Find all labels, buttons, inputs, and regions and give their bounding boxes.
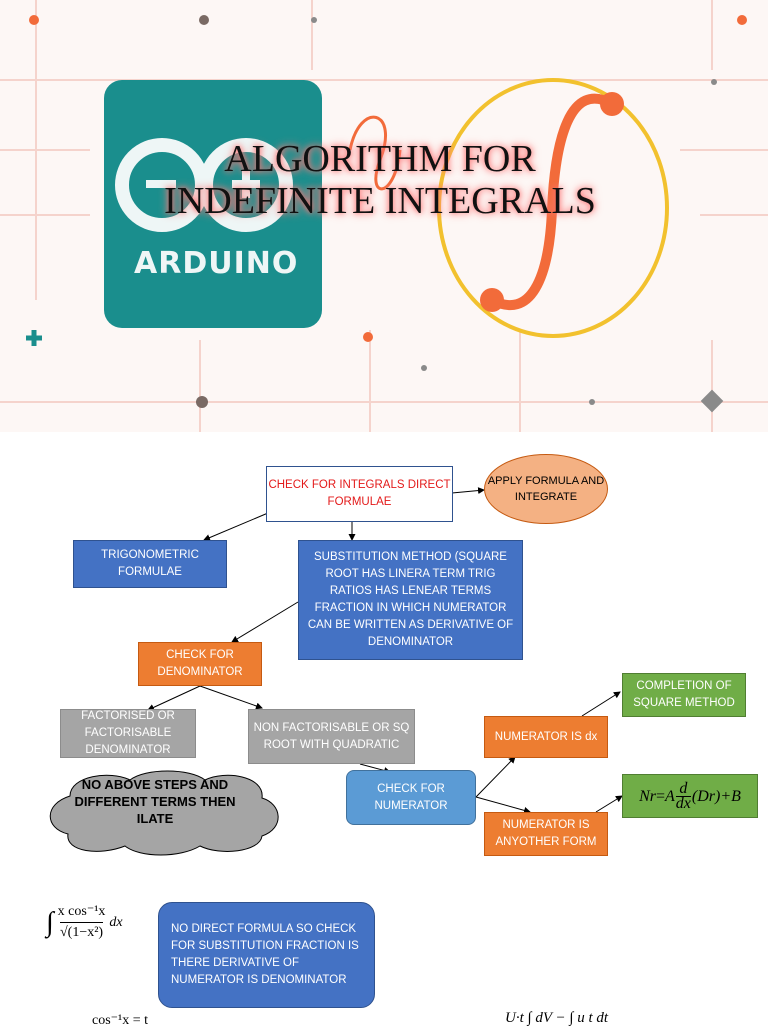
example-integral: ∫ x cos⁻¹x √(1−x²) dx <box>46 902 123 943</box>
banner-decoration <box>0 0 768 432</box>
integration-by-parts-hint: U·t ∫ dV − ∫ u t dt <box>505 1010 609 1026</box>
formula-derivative: d dx <box>675 779 691 812</box>
formula-eq: = <box>655 787 666 805</box>
integral-dx: dx <box>109 914 123 930</box>
integral-fraction: x cos⁻¹x √(1−x²) <box>58 902 106 943</box>
integral-denominator: √(1−x²) <box>59 922 104 943</box>
numerator-other-form-box: NUMERATOR IS ANYOTHER FORM <box>484 812 608 856</box>
ilate-cloud-shape <box>49 770 279 856</box>
trigonometric-formulae-box: TRIGONOMETRIC FORMULAE <box>73 540 227 588</box>
apply-formula-box: APPLY FORMULA AND INTEGRATE <box>484 454 608 524</box>
check-denominator-box: CHECK FOR DENOMINATOR <box>138 642 262 686</box>
numerator-dx-box: NUMERATOR IS dx <box>484 716 608 758</box>
formula-d: d <box>679 779 688 797</box>
substitution-method-box: SUBSTITUTION METHOD (SQUARE ROOT HAS LIN… <box>298 540 523 660</box>
factorised-denominator-box: FACTORISED OR FACTORISABLE DENOMINATOR <box>60 709 196 758</box>
nr-formula-box: Nr = A d dx (Dr) +B <box>622 774 758 818</box>
formula-plus-b: +B <box>720 787 741 805</box>
example-note-box: NO DIRECT FORMULA SO CHECK FOR SUBSTITUT… <box>158 902 375 1008</box>
title-line-2: INDEFINITE INTEGRALS <box>164 180 596 222</box>
check-numerator-box: CHECK FOR NUMERATOR <box>346 770 476 825</box>
formula-dr: (Dr) <box>691 787 721 805</box>
title-banner: ARDUINO ALGORITHM FOR INDEFINITE INTEGRA… <box>0 0 768 432</box>
check-direct-formulae-box: CHECK FOR INTEGRALS DIRECT FORMULAE <box>266 466 453 522</box>
arduino-logo <box>104 80 322 328</box>
integral-sign: ∫ <box>46 906 54 938</box>
completion-of-square-box: COMPLETION OF SQUARE METHOD <box>622 673 746 717</box>
arduino-text: ARDUINO <box>134 246 299 281</box>
infinity-logo-icon <box>115 138 293 232</box>
formula-nr: Nr <box>639 787 656 805</box>
ilate-cloud-text: NO ABOVE STEPS AND DIFFERENT TERMS THEN … <box>74 777 236 826</box>
formula-a: A <box>665 787 675 805</box>
integral-numerator: x cos⁻¹x <box>57 904 106 919</box>
page-title: ALGORITHM FOR INDEFINITE INTEGRALS <box>100 138 660 222</box>
title-line-1: ALGORITHM FOR <box>224 138 536 180</box>
formula-dx: dx <box>675 794 691 812</box>
non-factorisable-box: NON FACTORISABLE OR SQ ROOT WITH QUADRAT… <box>248 709 415 764</box>
substitution-hint: cos⁻¹x = t <box>92 1013 149 1028</box>
